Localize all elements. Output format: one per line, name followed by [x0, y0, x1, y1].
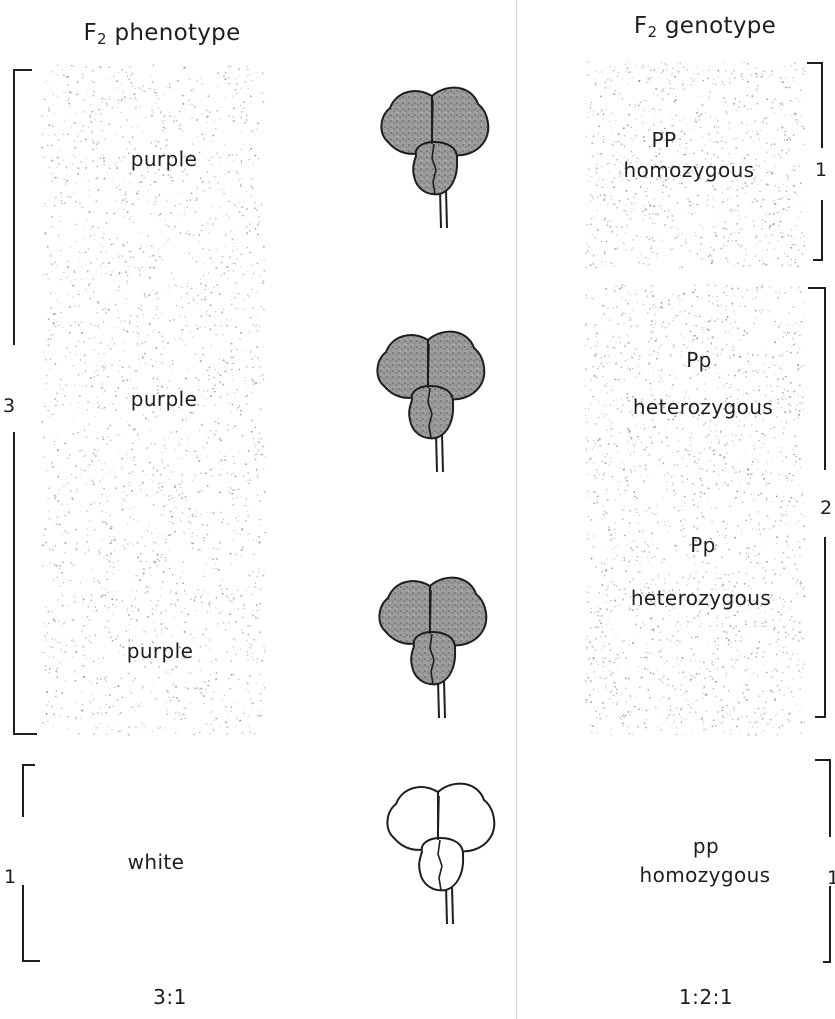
genotype-zygosity-1: homozygous — [624, 156, 755, 184]
genotype-zygosity-2: heterozygous — [633, 393, 773, 421]
genotype-allele-4: pp — [693, 832, 719, 860]
genotype-allele-1: PP — [652, 126, 677, 154]
phenotype-header: F2 phenotype — [83, 20, 240, 46]
genotype-zygosity-3: heterozygous — [631, 584, 771, 612]
purple-flower-icon — [360, 78, 510, 228]
phenotype-count-dominant: 3 — [3, 395, 15, 417]
phenotype-label-1: purple — [131, 145, 198, 173]
genotype-ratio: 1:2:1 — [679, 985, 733, 1009]
genotype-allele-2: Pp — [686, 346, 712, 374]
genotype-zygosity-4: homozygous — [640, 861, 771, 889]
phenotype-bracket-three — [10, 60, 50, 760]
phenotype-count-recessive: 1 — [4, 866, 16, 888]
phenotype-label-2: purple — [131, 385, 198, 413]
genotype-allele-3: Pp — [690, 531, 716, 559]
genotype-count-homozygous-dominant: 1 — [815, 159, 827, 181]
white-flower-icon — [366, 774, 516, 924]
genotype-count-homozygous-recessive: 1 — [827, 867, 835, 889]
column-divider — [516, 0, 517, 1019]
purple-flower-icon — [358, 568, 508, 718]
phenotype-label-3: purple — [127, 637, 194, 665]
purple-flower-icon — [356, 322, 506, 472]
phenotype-ratio: 3:1 — [153, 985, 187, 1009]
genotype-count-heterozygous: 2 — [820, 497, 832, 519]
genotype-header: F2 genotype — [634, 13, 776, 39]
phenotype-label-4: white — [128, 848, 185, 876]
